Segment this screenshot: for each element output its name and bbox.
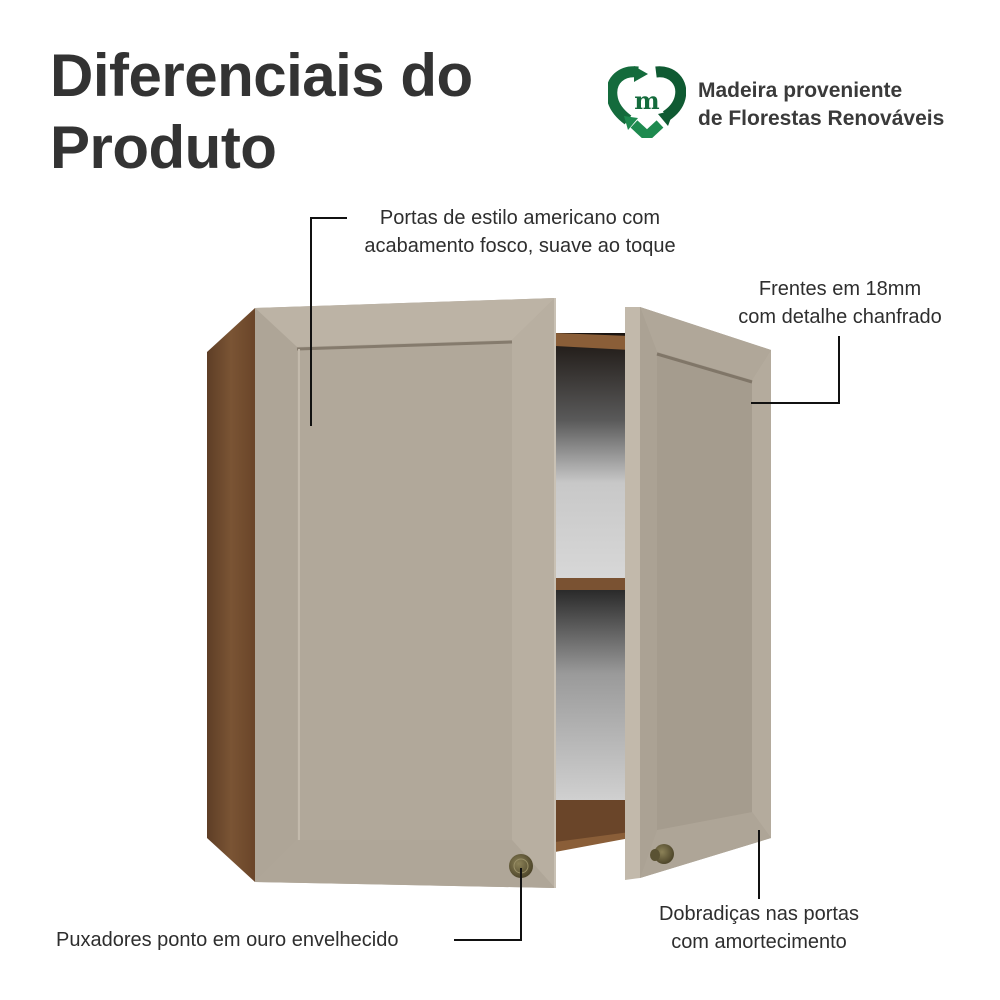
sustainability-badge: m Madeira proveniente de Florestas Renov… <box>606 66 944 143</box>
page-title: Diferenciais do Produto <box>50 40 473 184</box>
callout-handles-line-1: Puxadores ponto em ouro envelhecido <box>56 929 399 951</box>
leader-line-doors-h <box>311 217 347 219</box>
left-door-knob <box>509 854 533 878</box>
cabinet-shelf <box>555 578 630 590</box>
callout-doors-line-1: Portas de estilo americano com <box>379 207 661 229</box>
callout-fronts: Frentes em 18mm com detalhe chanfrado <box>720 275 960 331</box>
right-door-knob <box>654 844 674 864</box>
leader-line-fronts-v <box>838 336 840 404</box>
callout-doors: Portas de estilo americano com acabament… <box>340 204 700 260</box>
cabinet-side-panel <box>207 308 255 882</box>
right-door-panel <box>657 352 752 830</box>
recycle-heart-m-icon: m <box>606 66 687 143</box>
right-door-edge <box>625 307 640 880</box>
cabinet-interior-top <box>555 333 630 583</box>
leader-line-fronts-h <box>751 402 840 404</box>
leader-line-handles-h <box>454 939 522 941</box>
leader-line-handles-v <box>520 868 522 941</box>
callout-hinges-line-2: com amortecimento <box>671 931 847 953</box>
callout-handles: Puxadores ponto em ouro envelhecido <box>56 926 398 954</box>
callout-hinges: Dobradiças nas portas com amortecimento <box>630 900 888 956</box>
left-door-panel <box>297 340 512 840</box>
callout-hinges-line-1: Dobradiças nas portas <box>658 903 860 925</box>
title-line-2: Produto <box>50 114 277 181</box>
leader-line-hinges-v <box>758 830 760 899</box>
callout-fronts-line-2: com detalhe chanfrado <box>738 306 942 328</box>
callout-doors-line-2: acabamento fosco, suave ao toque <box>364 235 676 257</box>
callout-fronts-line-1: Frentes em 18mm <box>758 278 922 300</box>
title-line-1: Diferenciais do <box>50 42 473 109</box>
svg-text:m: m <box>634 86 659 115</box>
badge-line-2: de Florestas Renováveis <box>698 106 945 130</box>
badge-line-1: Madeira proveniente <box>698 78 903 102</box>
leader-line-doors-v <box>310 217 312 426</box>
badge-text: Madeira proveniente de Florestas Renováv… <box>698 77 944 133</box>
cabinet-interior-bottom <box>555 590 630 800</box>
